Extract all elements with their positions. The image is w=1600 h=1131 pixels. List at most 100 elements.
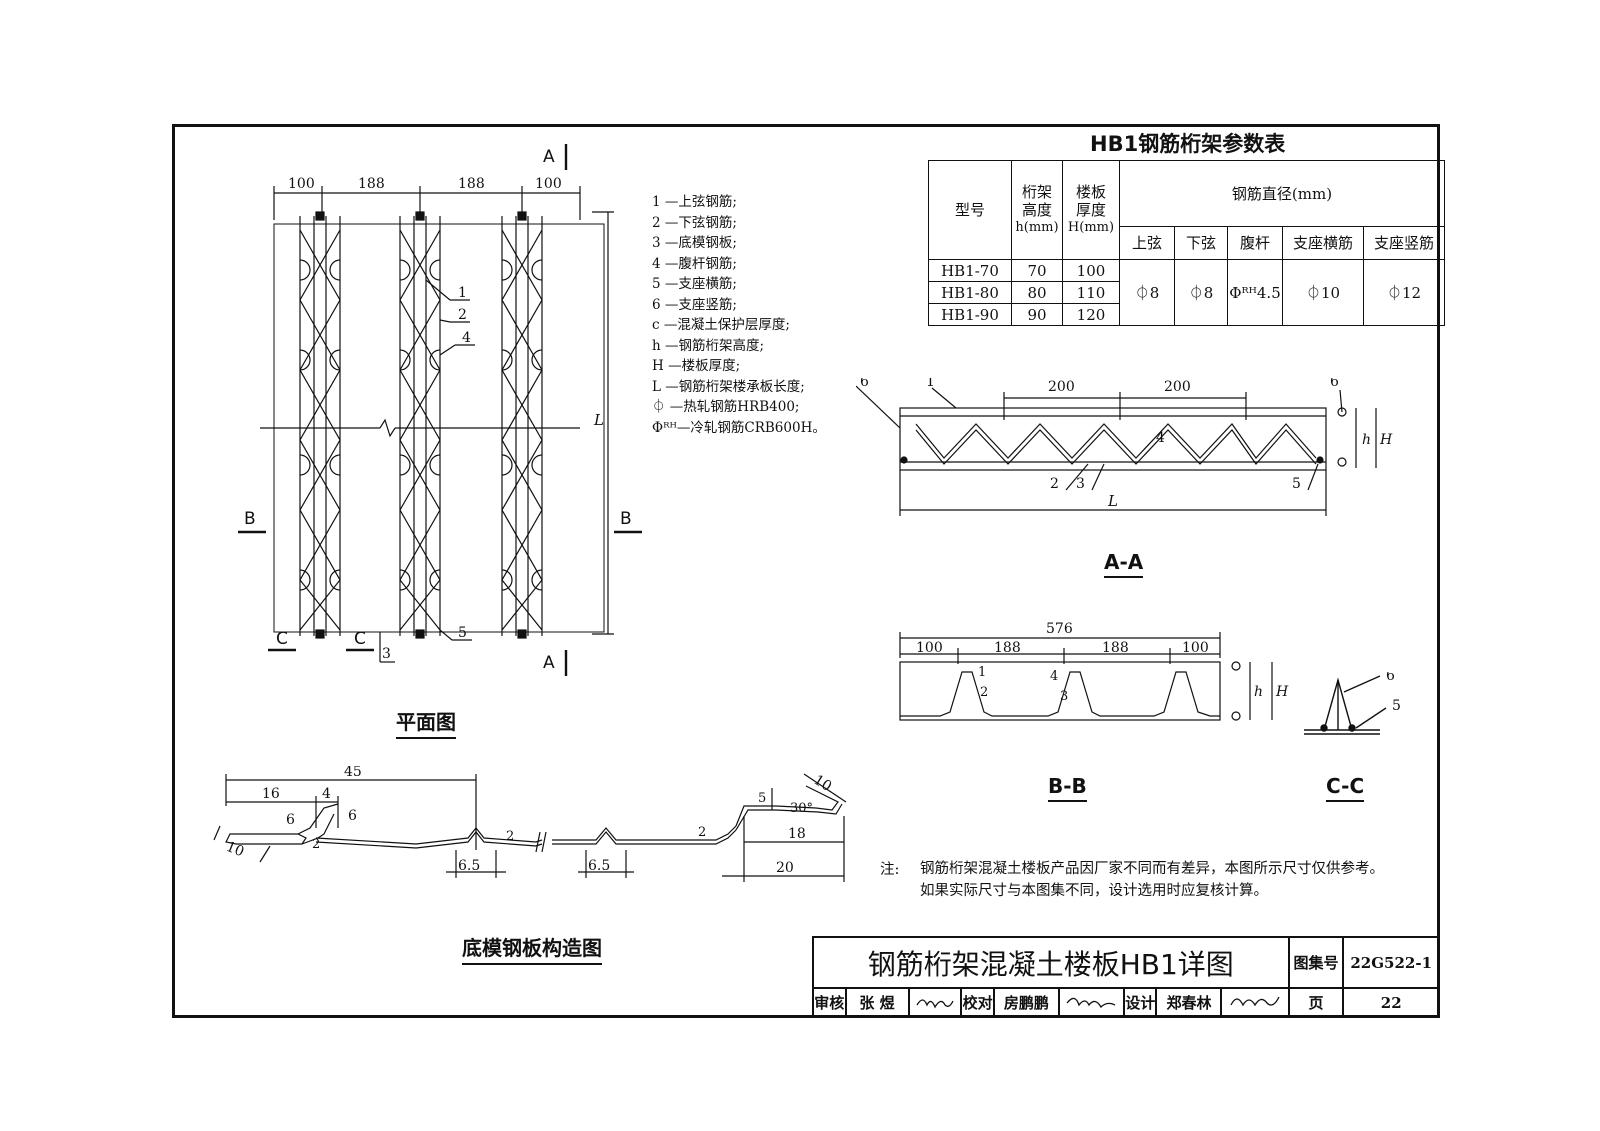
legend-item: 6 —支座竖筋; [652, 296, 737, 313]
callout-label: 5 [1292, 476, 1301, 492]
legend-item: c —混凝土保护层厚度; [652, 317, 790, 333]
row-H: 100 [1062, 259, 1120, 282]
dim-h-label: h [1362, 432, 1371, 448]
legend-item: 1 —上弦钢筋; [652, 194, 737, 210]
reviewer-signature [907, 987, 963, 1018]
plan-caption: 平面图 [396, 706, 456, 739]
dim-label: 188 [994, 640, 1021, 656]
dim-label: 6 [286, 812, 295, 828]
page-number: 22 [1342, 987, 1440, 1018]
row-model: HB1-80 [928, 281, 1012, 304]
dim-label: 200 [1164, 379, 1191, 395]
row-h: 90 [1011, 303, 1063, 326]
callout-label: 6 [860, 378, 869, 390]
legend-item: ⏀ —热轧钢筋HRB400; [652, 399, 800, 415]
cell-web: Φᴿᴴ4.5 [1227, 259, 1283, 326]
row-h: 80 [1011, 281, 1063, 304]
dim-label: 100 [916, 640, 943, 656]
callout-label: 6 [1386, 672, 1395, 684]
callout-label: 4 [1156, 430, 1165, 446]
row-H: 120 [1062, 303, 1120, 326]
length-label: L [593, 411, 604, 429]
dim-label: 10 [224, 839, 247, 861]
callout-label: 4 [462, 330, 471, 346]
callout-label: 5 [458, 625, 467, 641]
section-a-top: A [543, 147, 555, 167]
callout-label: 1 [978, 665, 986, 680]
section-a-bottom: A [543, 653, 555, 673]
dim-label: 2 [506, 829, 514, 844]
dim-label: 18 [788, 826, 806, 842]
designer-name: 郑春林 [1155, 987, 1223, 1018]
reviewer-name: 张 煜 [844, 987, 910, 1018]
dim-label: 6.5 [458, 858, 480, 874]
atlas-number: 22G522-1 [1342, 935, 1440, 990]
header-web: 腹杆 [1227, 226, 1283, 260]
legend-item: 3 —底模钢板; [652, 235, 737, 251]
dim-label: 188 [458, 176, 485, 192]
callout-label: 6 [1330, 378, 1339, 390]
callout-label: 2 [980, 685, 988, 700]
cell-top-chord: ⏀8 [1119, 259, 1175, 326]
cell-support-horizontal: ⏀10 [1282, 259, 1364, 326]
table-title: HB1钢筋桁架参数表 [1090, 132, 1286, 156]
design-label: 设计 [1122, 987, 1158, 1018]
note-label: 注: [880, 862, 900, 878]
dim-label: 188 [358, 176, 385, 192]
drawing-title: 钢筋桁架混凝土楼板HB1详图 [812, 935, 1290, 990]
row-model: HB1-70 [928, 259, 1012, 282]
row-h: 70 [1011, 259, 1063, 282]
legend-item: H —楼板厚度; [652, 358, 741, 374]
dim-label: 20 [776, 860, 794, 876]
dim-label: 100 [1182, 640, 1209, 656]
review-label: 审核 [812, 987, 847, 1018]
section-b-left: B [244, 509, 256, 529]
dim-label: 2 [698, 825, 706, 840]
callout-label: 1 [458, 285, 467, 301]
header-model: 型号 [928, 160, 1012, 260]
dim-H-label: H [1379, 432, 1393, 448]
checker-signature [1057, 987, 1125, 1018]
legend-item: L —钢筋桁架楼承板长度; [652, 378, 805, 395]
row-H: 110 [1062, 281, 1120, 304]
dim-label: 16 [262, 786, 280, 802]
legend-item: 4 —腹杆钢筋; [652, 255, 737, 272]
callout-label: 1 [926, 378, 935, 390]
dim-label: 6 [348, 808, 357, 824]
dim-label: 6.5 [588, 858, 610, 874]
callout-label: 2 [458, 307, 467, 323]
dim-label: 200 [1048, 379, 1075, 395]
callout-label: 5 [1392, 698, 1401, 714]
header-rebar-diameter: 钢筋直径(mm) [1119, 160, 1445, 227]
dim-total: 576 [1046, 621, 1073, 637]
section-c-left: C [276, 629, 288, 649]
page-label: 页 [1287, 987, 1345, 1018]
title-block: 钢筋桁架混凝土楼板HB1详图 图集号 22G522-1 审核 张 煜 校对 房鹏… [812, 935, 1440, 1018]
header-bottom-chord: 下弦 [1174, 226, 1228, 260]
note-line: 如果实际尺寸与本图集不同，设计选用时应复核计算。 [920, 883, 1268, 899]
section-cc-caption: C-C [1326, 774, 1365, 802]
legend-item: Φᴿᴴ—冷轧钢筋CRB600H。 [652, 419, 826, 436]
callout-label: 3 [382, 646, 391, 662]
plan-view-drawing: 100 188 188 100 L [238, 144, 642, 676]
legend-item: 5 —支座横筋; [652, 276, 737, 292]
checker-name: 房鹏鹏 [992, 987, 1060, 1018]
dim-label: 30° [790, 801, 813, 816]
legend-item: h —钢筋桁架高度; [652, 337, 765, 354]
row-model: HB1-90 [928, 303, 1012, 326]
header-support-horizontal: 支座横筋 [1282, 226, 1364, 260]
header-support-vertical: 支座竖筋 [1363, 226, 1445, 260]
dim-label: 4 [322, 786, 331, 802]
check-label: 校对 [960, 987, 995, 1018]
callout-label: 4 [1050, 669, 1058, 684]
dim-label: 188 [1102, 640, 1129, 656]
callout-label: 2 [1050, 476, 1059, 492]
section-cc-drawing: 6 5 [1304, 672, 1401, 735]
section-bb-caption: B-B [1048, 774, 1087, 802]
truss-group [299, 211, 543, 639]
dim-label: 5 [758, 791, 766, 806]
atlas-label: 图集号 [1287, 935, 1345, 990]
callout-label: 3 [1060, 689, 1068, 704]
